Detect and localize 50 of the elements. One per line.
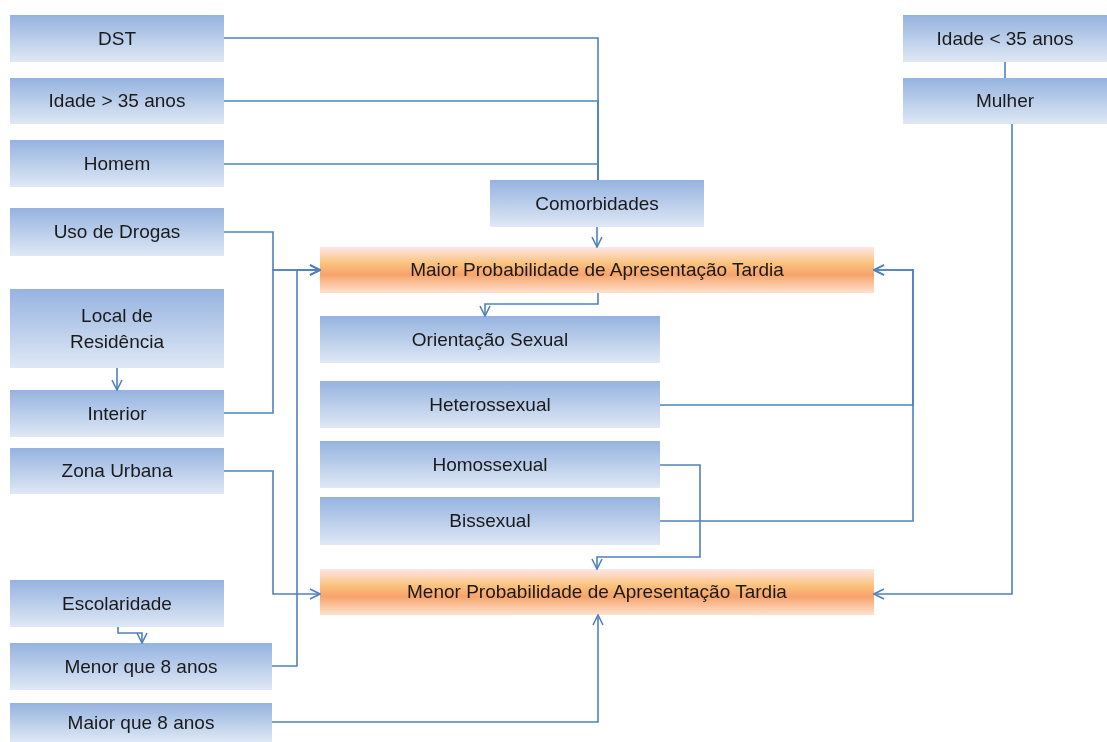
box-label: Interior [87, 401, 147, 426]
box-label: DST [98, 26, 136, 51]
box-label: Comorbidades [535, 191, 659, 216]
arrow [223, 470, 321, 600]
arrow [873, 123, 1013, 600]
factor-box [10, 643, 272, 690]
box-label: Heterossexual [429, 392, 551, 417]
factor-box [10, 703, 272, 742]
box-label: Escolaridade [62, 591, 172, 616]
arrow [591, 226, 603, 248]
factor-box [903, 78, 1107, 124]
factor-box [320, 497, 660, 545]
factor-box [320, 381, 660, 428]
arrow [659, 264, 914, 522]
factor-box [10, 289, 224, 368]
box-label: Idade < 35 anos [936, 26, 1074, 51]
factor-box [10, 580, 224, 627]
factor-box [10, 208, 224, 256]
factor-box [10, 15, 224, 62]
arrow [117, 626, 148, 644]
box-label: Menor Probabilidade de Apresentação Tardia [407, 580, 787, 605]
factor-box [320, 316, 660, 363]
connector-line [223, 163, 599, 181]
factor-box [10, 448, 224, 494]
factor-box [320, 441, 660, 488]
factor-box [903, 15, 1107, 62]
factor-box [10, 140, 224, 187]
arrow [591, 464, 701, 570]
arrow [111, 367, 123, 391]
box-label: Bissexual [449, 509, 531, 534]
box-label: Maior Probabilidade de Apresentação Tardia [410, 258, 784, 283]
connector-line [1004, 61, 1006, 79]
box-label: Menor que 8 anos [64, 654, 218, 679]
factor-box [10, 390, 224, 437]
box-label: Mulher [975, 89, 1035, 114]
box-label: Orientação Sexual [411, 327, 569, 352]
box-label: Maior que 8 anos [67, 710, 215, 735]
arrow [271, 264, 321, 667]
arrow [479, 292, 599, 317]
box-label: Uso de Drogas [53, 220, 181, 245]
arrow [271, 614, 604, 723]
box-label: Homem [83, 151, 151, 176]
outcome-box [320, 247, 874, 293]
box-label: Zona Urbana [61, 459, 173, 484]
factor-box [10, 78, 224, 124]
outcome-box [320, 569, 874, 615]
box-label: Idade > 35 anos [48, 89, 186, 114]
box-label: Homossexual [432, 452, 548, 477]
box-label: Local de Residência [69, 303, 165, 354]
factor-box [490, 180, 704, 227]
